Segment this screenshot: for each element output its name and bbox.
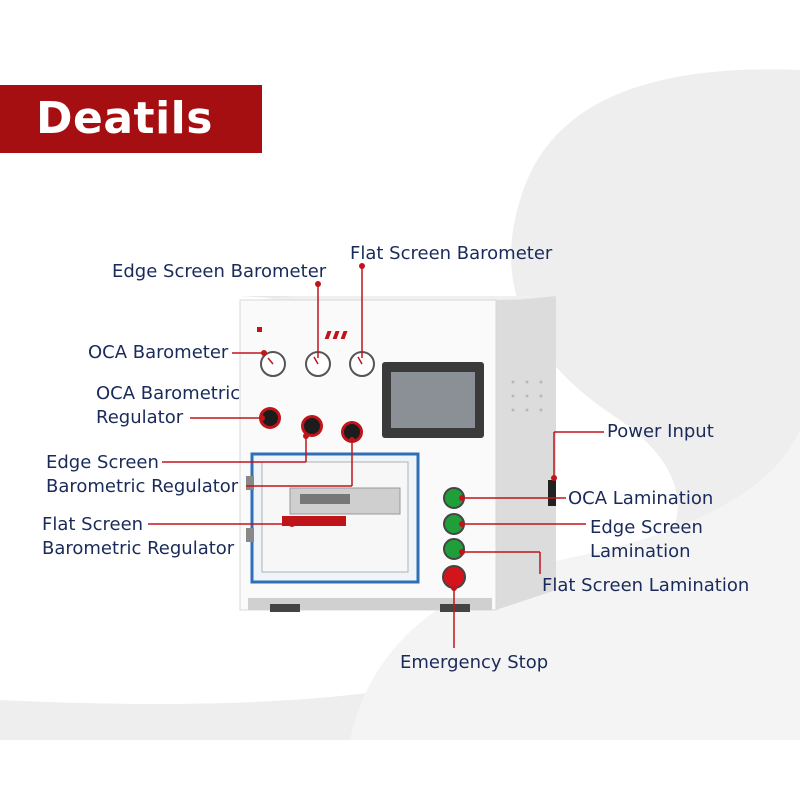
- oca-barometric-regulator-label-line1: OCA Barometric: [96, 383, 241, 404]
- title-banner: [0, 85, 262, 153]
- edge-screen-lamination-label-line1: Edge Screen: [590, 517, 703, 538]
- flat-screen-barometer-label: Flat Screen Barometer: [350, 243, 553, 264]
- edge-screen-barometric-regulator-label-line2: Barometric Regulator: [46, 476, 239, 497]
- oca-barometer-label: OCA Barometer: [88, 342, 229, 363]
- flat-screen-barometric-regulator-label-line2: Barometric Regulator: [42, 538, 235, 559]
- flat-screen-barometric-regulator-label-line1: Flat Screen: [42, 514, 144, 535]
- flat-screen-lamination-label: Flat Screen Lamination: [542, 575, 750, 596]
- edge-screen-barometric-regulator-label-line1: Edge Screen: [46, 452, 159, 473]
- edge-screen-lamination-label-line2: Lamination: [590, 541, 691, 562]
- gauge-icon: [260, 351, 375, 377]
- oca-barometric-regulator-label-line2: Regulator: [96, 407, 184, 428]
- edge-screen-barometer-label: Edge Screen Barometer: [112, 261, 327, 282]
- power-input-label: Power Input: [607, 421, 714, 442]
- page-title: Deatils: [36, 93, 213, 144]
- emergency-stop-label: Emergency Stop: [400, 652, 549, 673]
- oca-lamination-label: OCA Lamination: [568, 488, 714, 509]
